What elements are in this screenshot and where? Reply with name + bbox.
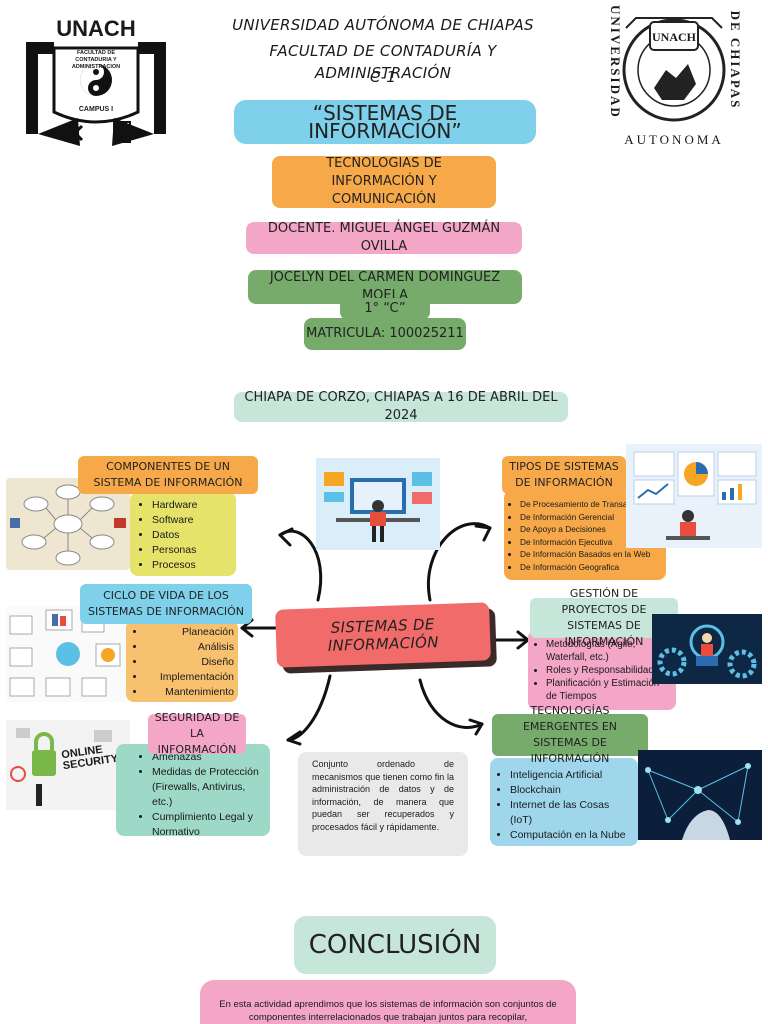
university-logo: UNIVERSIDAD DE CHIAPAS UNACH AUTONOMA [596, 5, 752, 152]
emerging-item: Internet de las Cosas (IoT) [510, 798, 634, 828]
types-item: De Procesamiento de Transacciones [520, 498, 664, 511]
components-list-box: Hardware Software Datos Personas Proceso… [130, 492, 236, 576]
university-name: UNIVERSIDAD AUTÓNOMA DE CHIAPAS [232, 16, 534, 34]
faculty-shield-icon [26, 42, 166, 146]
lifecycle-item: Análisis [146, 640, 234, 655]
tech-network-image [638, 750, 762, 840]
computer-illustration [316, 458, 440, 550]
dashboard-image [626, 444, 762, 548]
types-list: De Procesamiento de Transacciones De Inf… [506, 498, 664, 573]
project-mgmt-list: Metodologías (Agile, Waterfall, etc.) Ro… [532, 638, 672, 703]
lifecycle-image [6, 606, 130, 702]
security-title: SEGURIDAD DE LA INFORMACIÓN [148, 711, 246, 756]
padlock-icon [10, 728, 112, 806]
university-seal-icon [622, 17, 726, 122]
types-item: De Información Basados en la Web [520, 548, 664, 561]
components-item: Hardware [152, 498, 232, 513]
project-mgmt-list-box: Metodologías (Agile, Waterfall, etc.) Ro… [528, 630, 676, 710]
lifecycle-list: Planeación Análisis Diseño Implementació… [130, 625, 234, 700]
project-mgmt-item: Planificación y Estimación de Tiempos [546, 677, 672, 703]
security-item: Amenazas [152, 750, 266, 765]
security-list: Amenazas Medidas de Protección (Firewall… [136, 750, 266, 840]
network-hand-icon [645, 763, 751, 840]
project-mgmt-item: Roles y Responsabilidades [546, 664, 672, 677]
group-pill: 1° “C” [340, 298, 430, 320]
types-item: De Información Gerencial [520, 511, 664, 524]
components-item: Datos [152, 528, 232, 543]
dashboard-icon [633, 451, 757, 540]
main-title-pill: “SISTEMAS DE INFORMACIÓN” [234, 100, 536, 144]
gears-icon [657, 624, 757, 679]
project-mgmt-item: Metodologías (Agile, Waterfall, etc.) [546, 638, 672, 664]
security-list-box: Amenazas Medidas de Protección (Firewall… [116, 744, 270, 838]
definition-text: Conjunto ordenado de mecanismos que tien… [312, 759, 454, 832]
security-item: Medidas de Protección (Firewalls, Antivi… [152, 765, 266, 810]
components-diagram-icon [10, 484, 126, 566]
conclusion-title: CONCLUSIÓN [294, 916, 496, 974]
place-date-pill: CHIAPA DE CORZO, CHIAPAS A 16 DE ABRIL D… [234, 390, 568, 423]
security-image: ONLINE SECURITY [6, 720, 130, 810]
mindmap-arrows [240, 522, 530, 746]
center-topic: SISTEMAS DE INFORMACIÓN [275, 602, 491, 668]
subject-pill: TECNOLOGIAS DE INFORMACIÓN Y COMUNICACIÓ… [272, 156, 496, 208]
components-item: Software [152, 513, 232, 528]
security-item: Cumplimiento Legal y Normativo [152, 810, 266, 840]
conclusion-box: En esta actividad aprendimos que los sis… [200, 980, 576, 1024]
components-item: Personas [152, 543, 232, 558]
conclusion-text: En esta actividad aprendimos que los sis… [219, 999, 557, 1023]
logo-unach-center: UNACH [652, 30, 696, 44]
types-title: TIPOS DE SISTEMAS DE INFORMACIÓN [502, 456, 626, 494]
components-title: COMPONENTES DE UN SISTEMA DE INFORMACIÓN [78, 456, 258, 494]
matricula-pill: MATRICULA: 100025211 [304, 318, 466, 350]
logo-ring-text: FACULTAD DE CONTADURIA Y ADMINISTRACION [71, 50, 121, 70]
computer-desk-icon [324, 472, 432, 542]
lifecycle-item: Implementación [146, 670, 234, 685]
lifecycle-item: Planeación [146, 625, 234, 640]
lifecycle-list-box: Planeación Análisis Diseño Implementació… [126, 620, 238, 702]
logo-campus-text: CAMPUS I [78, 106, 114, 113]
emerging-title: TECNOLOGÍAS EMERGENTES EN SISTEMAS DE IN… [492, 704, 648, 765]
teacher-pill: DOCENTE. MIGUEL ÁNGEL GUZMÁN OVILLA [246, 221, 522, 254]
faculty-logo: UNACH CAMPUS I FACULTAD DE CONTADURIA Y … [18, 14, 174, 154]
lifecycle-item: Diseño [146, 655, 234, 670]
emerging-list-box: Inteligencia Artificial Blockchain Inter… [490, 758, 638, 846]
types-item: De Información Geografica [520, 561, 664, 574]
emerging-item: Inteligencia Artificial [510, 768, 634, 783]
components-item: Procesos [152, 558, 232, 573]
faculty-name: FACULTAD DE CONTADURÍA Y ADMINISTRACIÓN [269, 42, 497, 82]
types-item: De Información Ejecutiva [520, 536, 664, 549]
gears-image [652, 614, 762, 684]
logo-autonoma: AUTONOMA [624, 132, 724, 147]
lifecycle-item: Mantenimiento [146, 685, 234, 700]
types-item: De Apoyo a Decisiones [520, 523, 664, 536]
lifecycle-title: CICLO DE VIDA DE LOS SISTEMAS DE INFORMA… [80, 584, 252, 624]
emerging-item: Blockchain [510, 783, 634, 798]
logo-unach-text: UNACH [56, 16, 136, 41]
definition-box: Conjunto ordenado de mecanismos que tien… [298, 752, 468, 856]
emerging-item: Computación en la Nube [510, 828, 634, 843]
campus-code: C-1 [369, 68, 397, 86]
components-list: Hardware Software Datos Personas Proceso… [136, 498, 232, 573]
emerging-list: Inteligencia Artificial Blockchain Inter… [494, 768, 634, 843]
